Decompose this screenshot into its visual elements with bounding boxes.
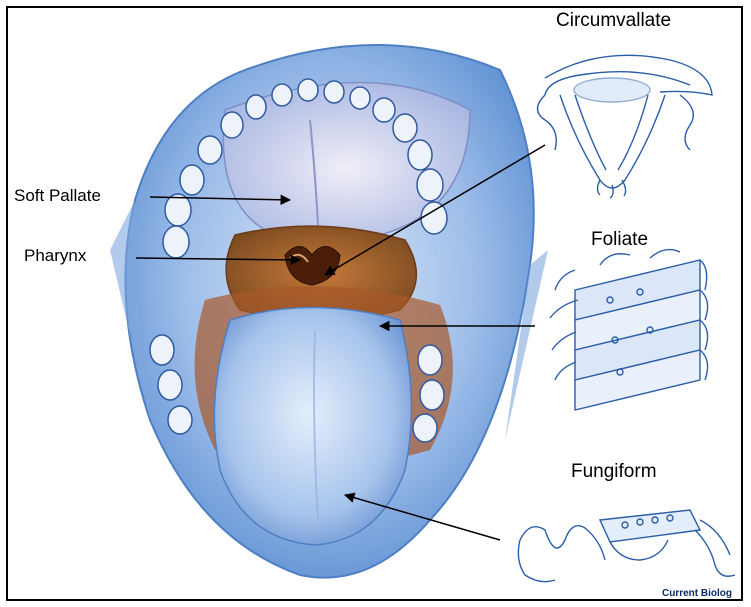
label-fungiform: Fungiform (571, 461, 657, 483)
tongue (214, 308, 411, 546)
label-soft-pallate: Soft Pallate (14, 186, 101, 206)
label-circumvallate: Circumvallate (556, 10, 671, 32)
circumvallate-illustration (538, 55, 713, 198)
credit-text: Current Biolog (662, 588, 732, 599)
label-foliate: Foliate (591, 229, 648, 251)
label-pharynx: Pharynx (24, 246, 86, 266)
foliate-illustration (550, 250, 708, 410)
fungiform-illustration (518, 510, 735, 582)
